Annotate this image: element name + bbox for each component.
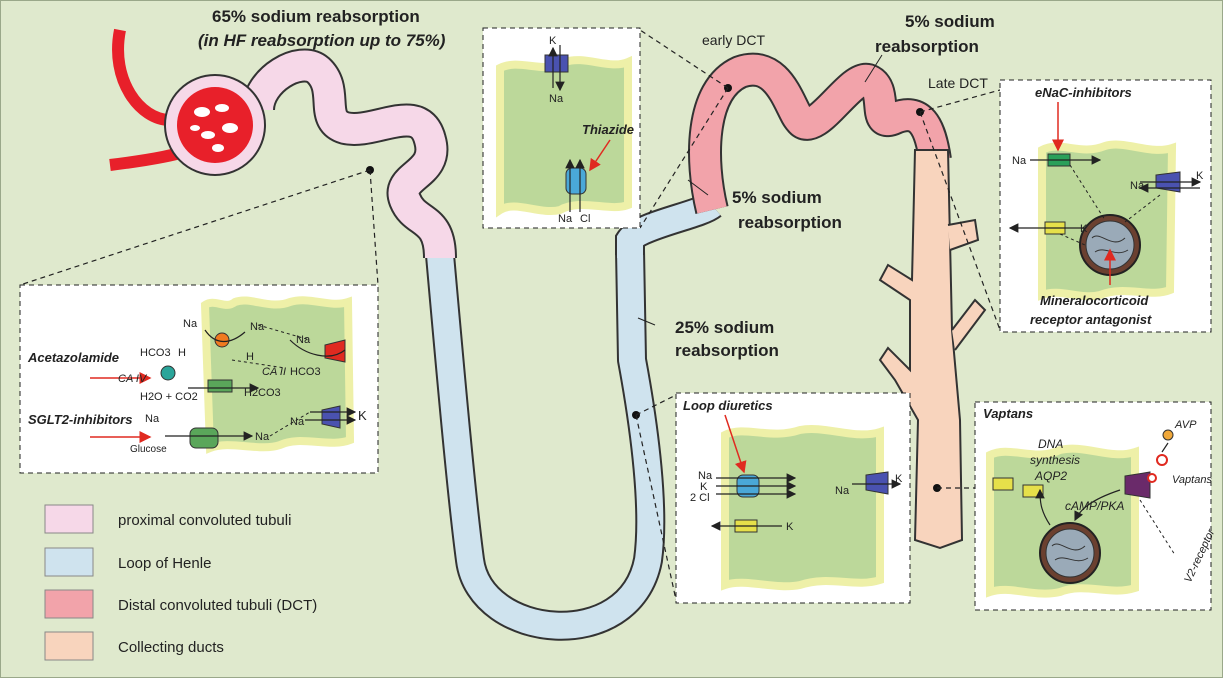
box-vaptans: Vaptans DNA synthesis AQP2 cAMP/PKA AVP … bbox=[974, 401, 1218, 611]
pct-loop-line1: 25% sodium bbox=[675, 318, 774, 337]
prox-hco3-2: HCO3 bbox=[290, 366, 321, 378]
loop-k: K bbox=[700, 481, 708, 493]
vap-vaptans: Vaptans bbox=[1172, 474, 1212, 486]
enac-drug: eNaC-inhibitors bbox=[1035, 85, 1132, 100]
vap-title: Vaptans bbox=[983, 406, 1033, 421]
prox-na2: Na bbox=[250, 321, 265, 333]
enac-na-r: Na bbox=[1130, 180, 1145, 192]
glomerulus bbox=[109, 28, 266, 176]
prox-glucose: Glucose bbox=[130, 444, 167, 455]
loop-cl: 2 Cl bbox=[690, 492, 710, 504]
prox-k: K bbox=[358, 408, 367, 423]
legend-label-proximal: proximal convoluted tubuli bbox=[118, 512, 291, 529]
vap-avp: AVP bbox=[1174, 419, 1197, 431]
enac-mra1: Mineralocorticoid bbox=[1040, 293, 1149, 308]
pct-loop-line2: reabsorption bbox=[675, 341, 779, 360]
thz-cl: Cl bbox=[580, 213, 590, 225]
prox-drug-sglt2: SGLT2-inhibitors bbox=[28, 412, 132, 427]
legend-swatch-collecting bbox=[44, 631, 94, 661]
thz-na-top: Na bbox=[549, 93, 564, 105]
loop-k-r: K bbox=[895, 473, 903, 485]
thz-k: K bbox=[549, 35, 557, 47]
vap-dna1: DNA bbox=[1038, 437, 1063, 451]
legend-swatch-distal bbox=[44, 589, 94, 619]
pct-dct-mid-line2: reabsorption bbox=[738, 213, 842, 232]
loop-na: Na bbox=[698, 470, 713, 482]
prox-h2co3: H2CO3 bbox=[244, 387, 281, 399]
enac-mra2: receptor antagonist bbox=[1030, 312, 1152, 327]
box-enac: eNaC-inhibitors Na Na K K Mineralocortic… bbox=[999, 79, 1212, 333]
legend-label-loop: Loop of Henle bbox=[118, 555, 211, 572]
vap-camp: cAMP/PKA bbox=[1065, 499, 1124, 513]
pct-dct-mid-line1: 5% sodium bbox=[732, 188, 822, 207]
prox-h2o-co2: H2O + CO2 bbox=[140, 391, 198, 403]
prox-drug-acetazolamide: Acetazolamide bbox=[27, 350, 119, 365]
annotations: 65% sodium reabsorption (in HF reabsorpt… bbox=[198, 7, 995, 360]
pct-proximal-line2: (in HF reabsorption up to 75%) bbox=[198, 31, 446, 50]
prox-ca4: CA IV bbox=[118, 373, 148, 385]
enac-k-mid: K bbox=[1080, 223, 1088, 235]
vap-aqp2: AQP2 bbox=[1034, 469, 1067, 483]
early-dct-label: early DCT bbox=[702, 32, 765, 48]
loop-drug: Loop diuretics bbox=[683, 398, 773, 413]
vap-dna2: synthesis bbox=[1030, 453, 1080, 467]
prox-na4: Na bbox=[145, 413, 160, 425]
legend-swatch-loop bbox=[44, 547, 94, 577]
loop-na-r: Na bbox=[835, 485, 850, 497]
box-loop: Loop diuretics Na K 2 Cl K Na K bbox=[675, 392, 911, 604]
prox-h1: H bbox=[178, 347, 186, 359]
prox-na5: Na bbox=[255, 431, 270, 443]
box-thiazide: K Na Thiazide Na Cl bbox=[482, 27, 641, 229]
loop-k2: K bbox=[786, 521, 794, 533]
prox-na1: Na bbox=[183, 318, 198, 330]
prox-na6: Na bbox=[290, 416, 305, 428]
collecting-duct bbox=[878, 149, 964, 550]
prox-na3: Na bbox=[296, 334, 311, 346]
prox-h2: H bbox=[246, 351, 254, 363]
thz-na-bottom: Na bbox=[558, 213, 573, 225]
thz-drug: Thiazide bbox=[582, 122, 634, 137]
enac-k-r: K bbox=[1196, 170, 1204, 182]
pct-dct-top-line2: reabsorption bbox=[875, 37, 979, 56]
box-proximal: Acetazolamide SGLT2-inhibitors Na Na Na … bbox=[19, 284, 379, 474]
nephron bbox=[19, 28, 1001, 641]
pct-dct-top-line1: 5% sodium bbox=[905, 12, 995, 31]
prox-hco3-1: HCO3 bbox=[140, 347, 171, 359]
legend-label-distal: Distal convoluted tubuli (DCT) bbox=[118, 597, 317, 614]
late-dct-label: Late DCT bbox=[928, 75, 988, 91]
legend-swatch-proximal bbox=[44, 504, 94, 534]
pct-proximal-line1: 65% sodium reabsorption bbox=[212, 7, 420, 26]
enac-na: Na bbox=[1012, 155, 1027, 167]
legend: proximal convoluted tubuli Loop of Henle… bbox=[44, 504, 317, 661]
legend-label-collecting: Collecting ducts bbox=[118, 639, 224, 656]
prox-ca2: CA II bbox=[262, 366, 286, 378]
